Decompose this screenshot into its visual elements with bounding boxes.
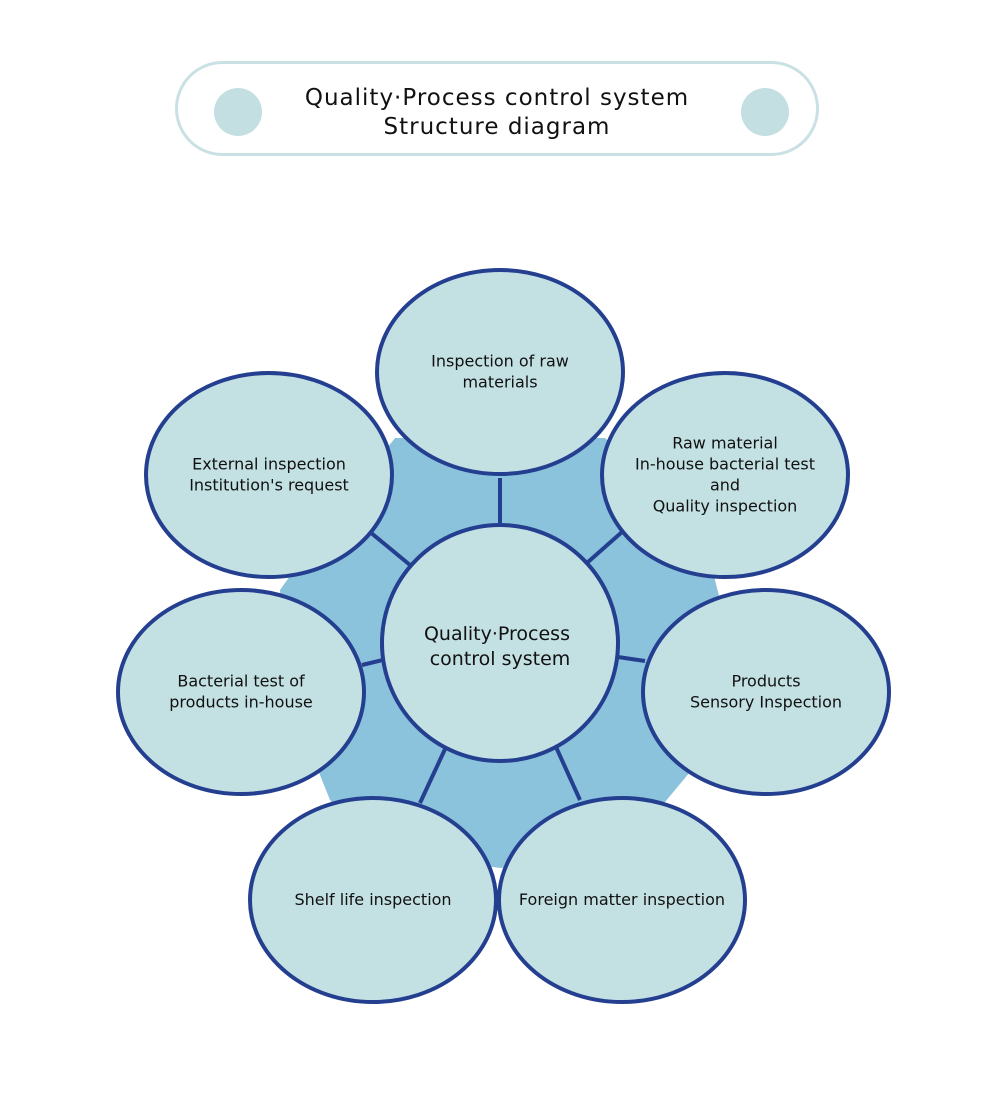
node-label-line: Sensory Inspection <box>690 693 842 712</box>
node-bacterial-products: Bacterial test of products in-house <box>116 588 366 796</box>
center-circle <box>380 523 620 763</box>
node-label-line: Inspection of raw <box>431 352 569 371</box>
node-label-line: Bacterial test of <box>177 672 305 691</box>
node-ellipse <box>600 371 850 579</box>
node-shelf-life: Shelf life inspection <box>248 796 498 1004</box>
title-right-dot <box>741 88 789 136</box>
title-line-1: Quality·Process control system <box>304 85 690 111</box>
node-label: Bacterial test of products in-house <box>169 672 313 712</box>
node-label-line: In-house bacterial test <box>635 455 815 474</box>
center-label-line: Quality·Process <box>424 623 570 645</box>
title-left-dot <box>214 88 262 136</box>
connectors <box>361 478 646 804</box>
connector-raw-material-bacterial <box>586 530 624 564</box>
connector-foreign-matter <box>554 746 582 801</box>
node-label-line: Products <box>731 672 800 691</box>
node-ellipse <box>144 371 394 579</box>
node-label-line: Quality inspection <box>653 497 798 516</box>
node-foreign-matter: Foreign matter inspection <box>497 796 747 1004</box>
node-label-line: Shelf life inspection <box>294 890 451 909</box>
node-label-line: Foreign matter inspection <box>519 890 725 909</box>
center-node: Quality·Process control system <box>380 523 620 763</box>
connector-external-inspection <box>368 530 412 567</box>
node-ellipse <box>641 588 891 796</box>
node-label-line: and <box>710 476 740 495</box>
node-ellipse <box>375 268 625 476</box>
node-label-line: Raw material <box>672 434 778 453</box>
center-label: Quality·Process control system <box>424 623 576 670</box>
title-banner: Quality·Process control system Structure… <box>175 61 819 156</box>
node-raw-materials: Inspection of raw materials <box>375 268 625 476</box>
node-ellipse <box>116 588 366 796</box>
node-label: Shelf life inspection <box>294 890 451 909</box>
connector-products-sensory <box>617 655 646 663</box>
node-ellipse <box>497 796 747 1004</box>
connector-shelf-life <box>418 746 448 804</box>
node-label-line: Institution's request <box>189 476 349 495</box>
diagram-title: Quality·Process control system Structure… <box>178 84 816 142</box>
title-line-2: Structure diagram <box>383 114 611 140</box>
node-label: Foreign matter inspection <box>519 890 725 909</box>
node-label-line: materials <box>462 373 537 392</box>
node-label-line: External inspection <box>192 455 346 474</box>
node-label: Inspection of raw materials <box>431 352 569 392</box>
connector-bacterial-products <box>361 658 384 667</box>
node-label-line: products in-house <box>169 693 313 712</box>
node-ellipse <box>248 796 498 1004</box>
center-label-line: control system <box>430 648 571 670</box>
